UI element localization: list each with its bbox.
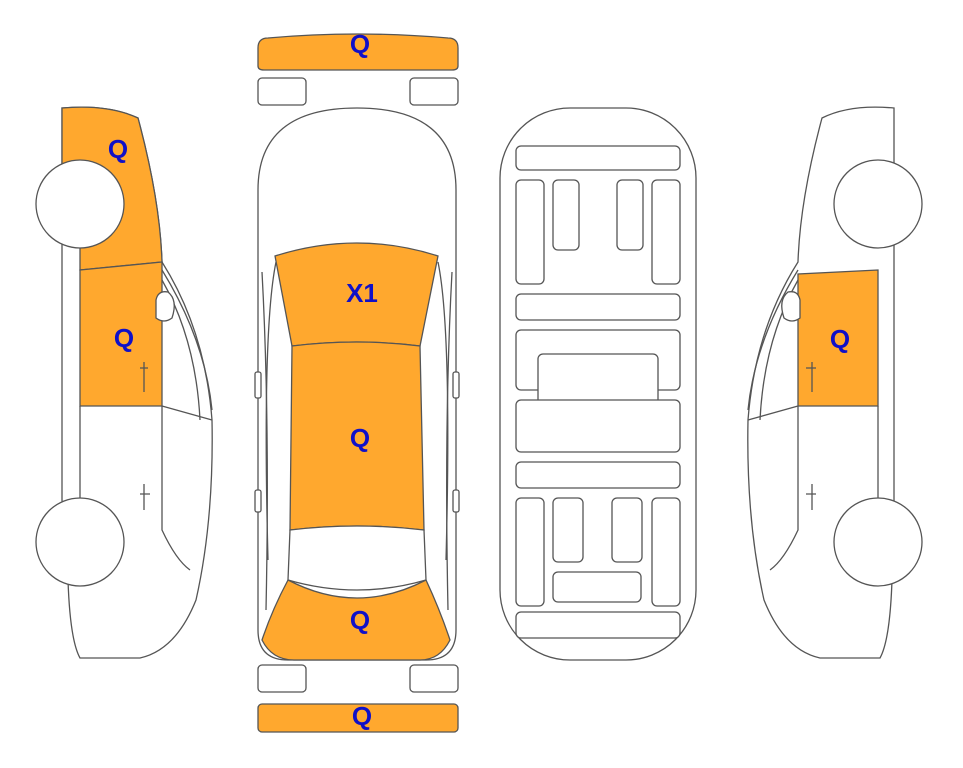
left-front-handle (140, 362, 148, 392)
front-right-light (409, 77, 459, 106)
right-rear-handle (806, 362, 816, 392)
rear-window (287, 525, 427, 591)
right-front-wheel (833, 497, 923, 587)
rear-left-light (257, 664, 307, 693)
damage-labels: Q X1 Q Q Q Q Q Q (108, 29, 850, 731)
right-belt-line (747, 405, 799, 421)
left-front-wheel (35, 159, 125, 249)
left-door-divider (161, 406, 191, 571)
left-inner-line (261, 271, 268, 611)
underbody-cell (515, 145, 681, 171)
right-side-view (747, 106, 923, 659)
right-mirror-rear (452, 489, 460, 513)
rear-bumper-panel[interactable] (257, 703, 459, 733)
left-mirror (254, 371, 262, 399)
underbody-cell (552, 497, 584, 563)
rear-right-light (409, 664, 459, 693)
left-rear-wheel (35, 497, 125, 587)
left-side-mirror (155, 291, 175, 322)
underbody-cell (611, 497, 643, 563)
left-mirror-rear (254, 489, 262, 513)
front-bumper-label: Q (350, 29, 370, 59)
underbody-cell (515, 293, 681, 321)
underbody-cell (515, 399, 681, 453)
trunk-label: Q (350, 605, 370, 635)
left-front-fender-label: Q (108, 134, 128, 164)
right-side-mirror (781, 291, 801, 322)
underbody-cell (515, 611, 681, 639)
underbody-cell (552, 179, 580, 251)
underbody-cell (515, 179, 545, 285)
hood-label: X1 (346, 278, 378, 308)
left-side-view (35, 106, 213, 659)
underbody-cell (651, 179, 681, 285)
top-view (254, 33, 460, 733)
right-rear-door-panel[interactable] (797, 269, 879, 407)
right-mirror (452, 371, 460, 399)
underbody-view (499, 107, 697, 661)
trunk-panel[interactable] (261, 579, 451, 661)
right-door-divider (769, 406, 799, 571)
left-front-door-label: Q (114, 323, 134, 353)
left-rear-handle (140, 484, 150, 510)
right-rear-wheel (833, 159, 923, 249)
underbody-cell (552, 571, 642, 603)
underbody-cell (515, 461, 681, 489)
right-front-handle (806, 484, 816, 510)
right-window-line (747, 269, 799, 411)
underbody-cell (616, 179, 644, 251)
right-inner-line (446, 271, 453, 611)
front-bumper-panel[interactable] (257, 33, 459, 71)
left-belt-line (161, 405, 213, 421)
underbody-cell (515, 497, 545, 607)
right-rear-door-label: Q (830, 324, 850, 354)
underbody-cell (651, 497, 681, 607)
rear-bumper-label: Q (352, 701, 372, 731)
roof-label: Q (350, 423, 370, 453)
front-left-light (257, 77, 307, 106)
left-window-line (161, 269, 213, 411)
